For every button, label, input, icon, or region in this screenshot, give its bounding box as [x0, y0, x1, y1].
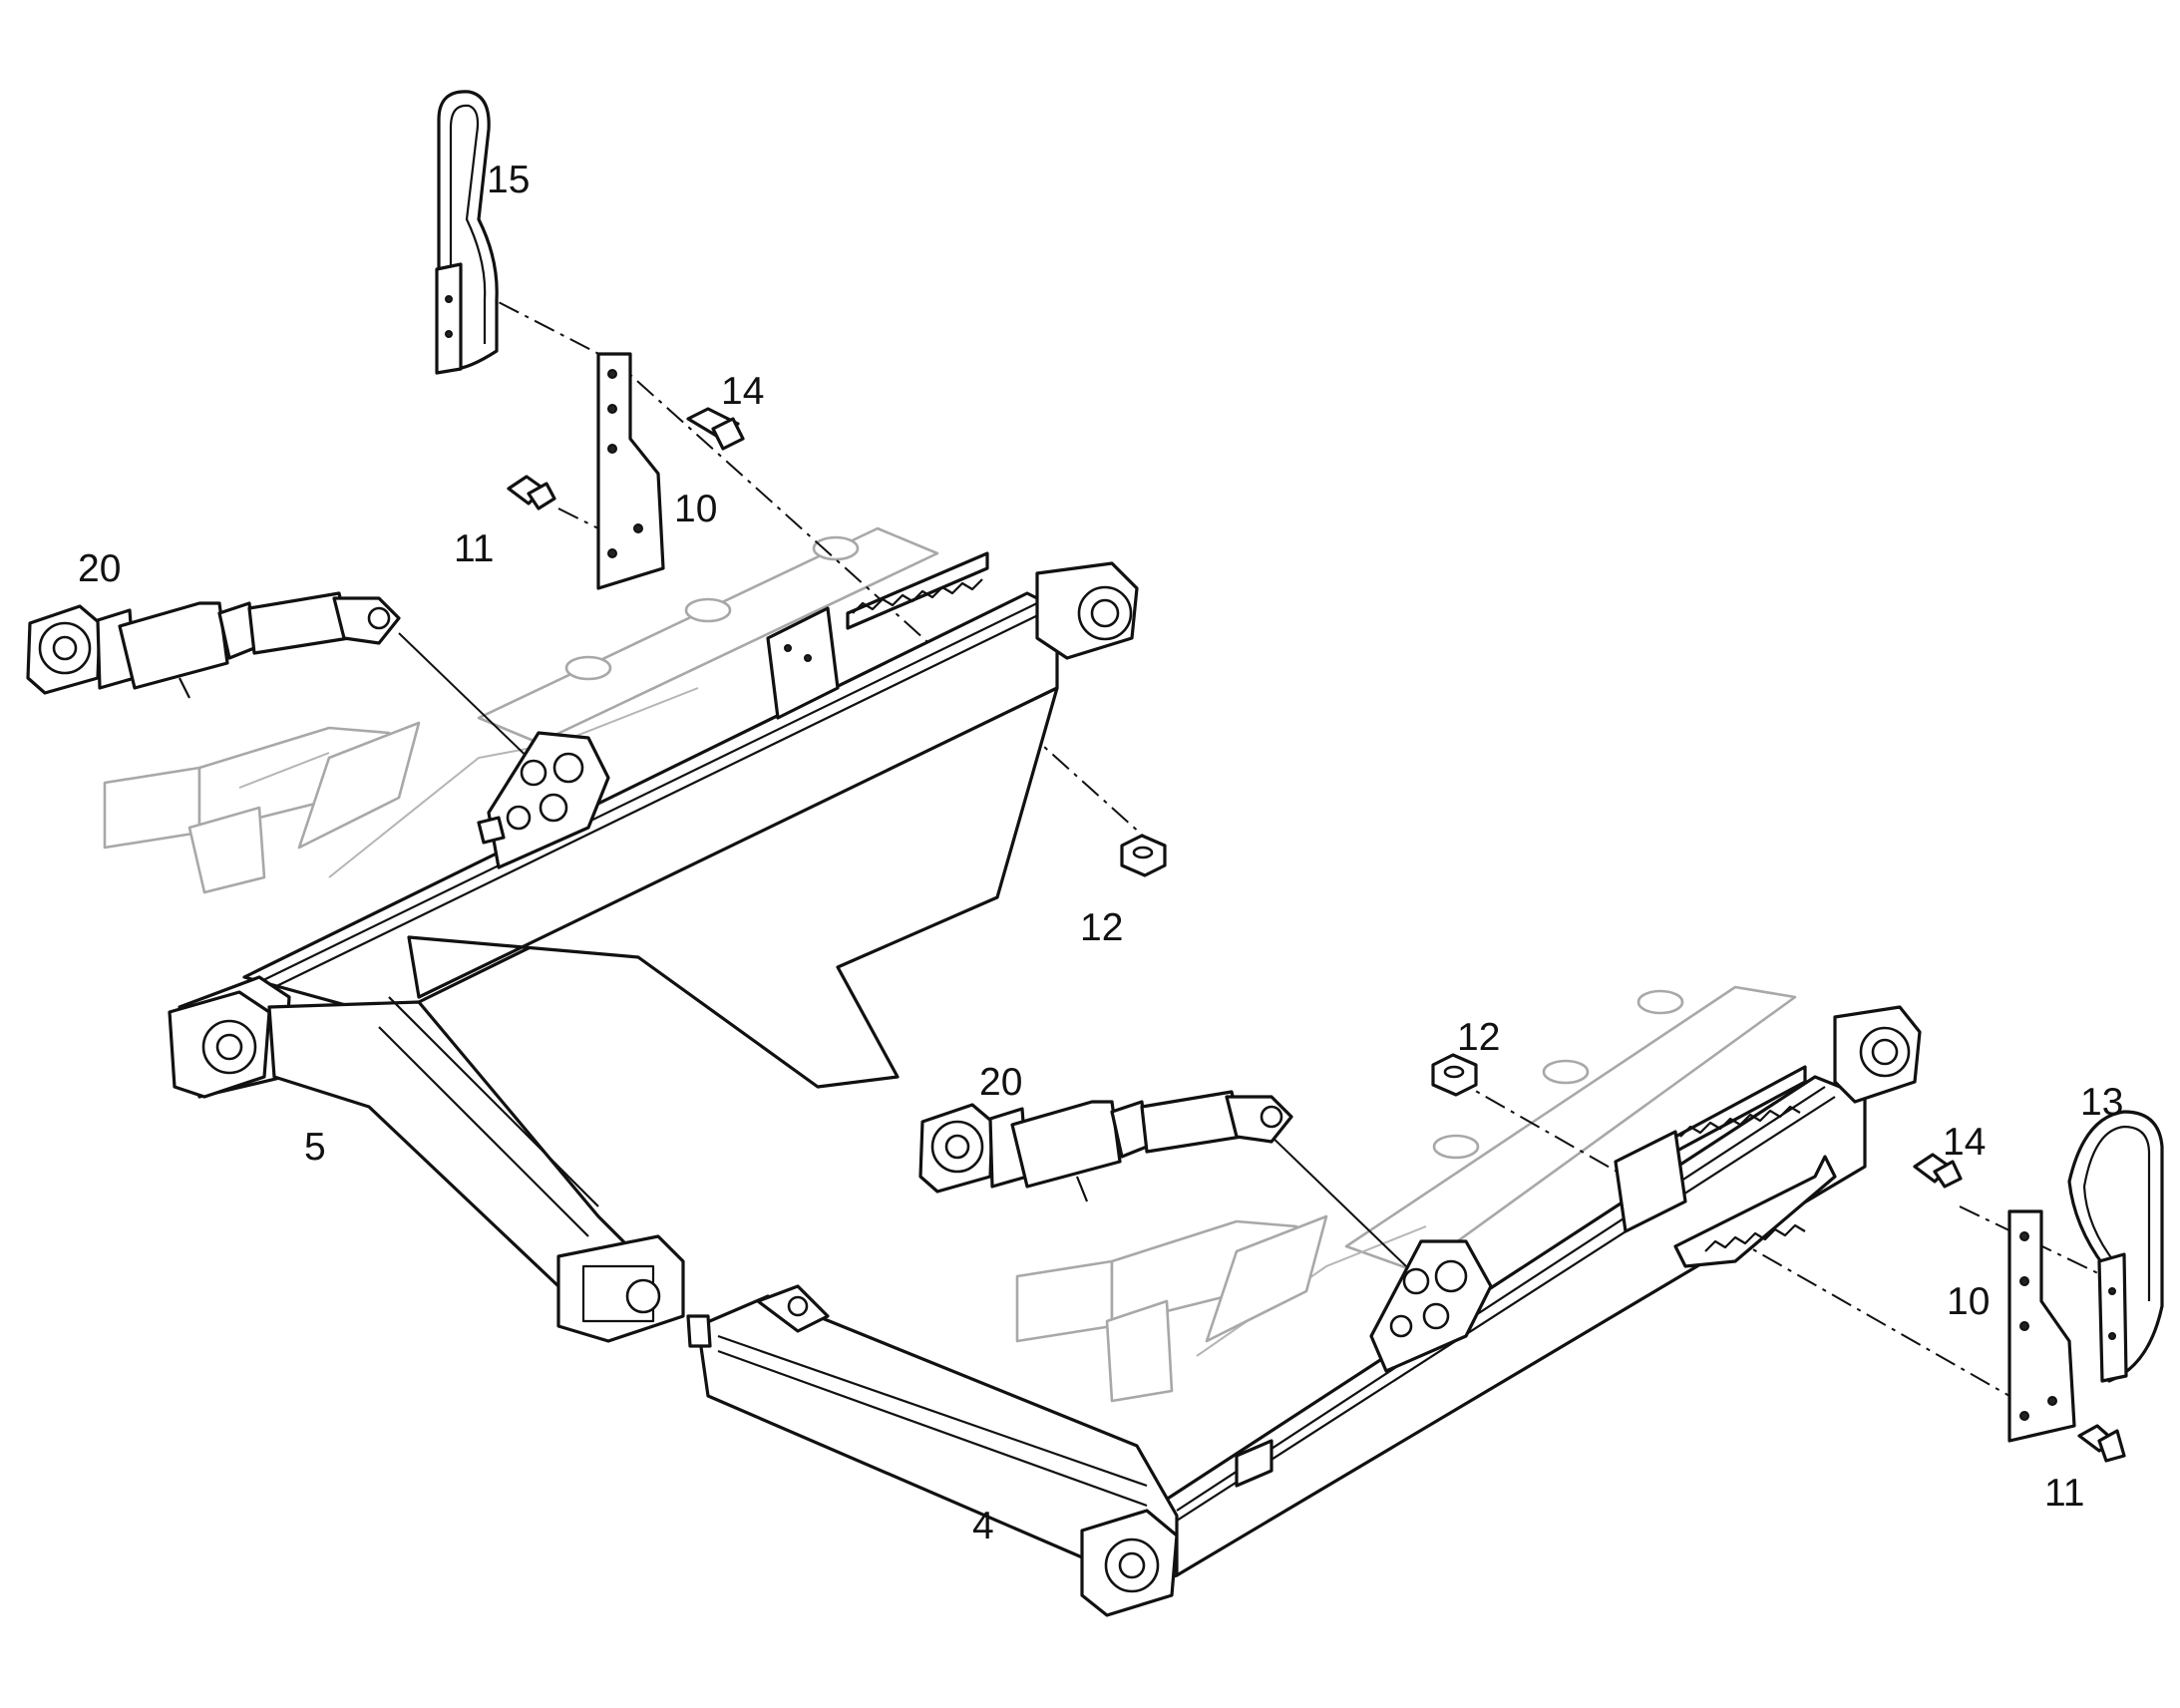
rail-bracket-top	[766, 606, 840, 720]
callout-11-right: 11	[2044, 1472, 2085, 1515]
bolt-14-top	[686, 407, 745, 451]
frame-5	[168, 561, 1139, 1343]
callout-5: 5	[304, 1126, 326, 1169]
callout-12-top: 12	[1080, 906, 1123, 949]
handle-15	[435, 90, 499, 375]
pivot-bracket-right	[1369, 1239, 1493, 1373]
callout-15: 15	[487, 159, 530, 201]
ratchet-strip-top	[846, 551, 989, 630]
plate-10-top	[596, 352, 665, 590]
nut-12-top	[1120, 834, 1167, 877]
frame-4	[686, 1005, 1922, 1617]
callout-14-right: 14	[1943, 1121, 1986, 1164]
callout-12-bottom: 12	[1457, 1016, 1500, 1059]
hydraulic-cylinder-left	[26, 591, 401, 699]
assembly-line-bottom	[1450, 1076, 2045, 1417]
ghost-rail-bottom	[1196, 985, 1797, 1357]
callout-20-left: 20	[78, 547, 121, 590]
bolt-14-right	[1913, 1153, 1963, 1189]
leader-cylinder-left	[398, 632, 540, 769]
callout-14-top: 14	[721, 370, 764, 413]
callout-10-right: 10	[1947, 1280, 1990, 1323]
callout-4: 4	[972, 1505, 994, 1547]
bolt-11-top	[507, 475, 556, 511]
step-bottom	[1673, 1155, 1837, 1268]
callout-20-right: 20	[979, 1061, 1022, 1104]
rail-bracket-bottom	[1614, 1130, 1687, 1233]
bolt-11-right	[2077, 1424, 2126, 1463]
callout-11-top: 11	[454, 527, 495, 570]
hydraulic-cylinder-right	[918, 1090, 1293, 1202]
callout-10-top: 10	[674, 488, 717, 530]
leader-cylinder-right	[1266, 1131, 1407, 1267]
pivot-bracket-left	[477, 731, 610, 869]
plate-10-right	[2007, 1209, 2076, 1443]
handle-13	[2067, 1110, 2164, 1383]
callout-13: 13	[2080, 1081, 2123, 1124]
nut-12-bottom	[1431, 1053, 1478, 1097]
ghost-linkage-right	[1015, 1214, 1328, 1403]
ghost-linkage-left	[103, 721, 421, 894]
ghost-rail-top	[328, 526, 939, 878]
